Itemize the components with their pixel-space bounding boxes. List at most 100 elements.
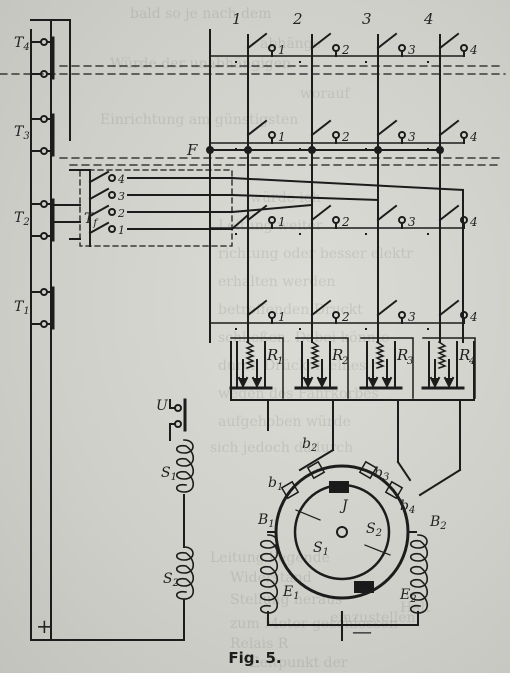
contact-number: 4 xyxy=(469,43,478,57)
tap-number: 1 xyxy=(118,224,125,237)
armature-label: J xyxy=(342,498,348,514)
bleed-line: sich jedoch dadurch xyxy=(210,440,354,456)
junction-dot xyxy=(436,146,444,154)
switch-blade xyxy=(376,204,398,222)
brush-3 xyxy=(358,460,378,480)
tap-blade xyxy=(88,221,110,235)
tap-blade xyxy=(88,170,110,184)
switch-blade xyxy=(438,32,460,50)
excitation-winding-e2 xyxy=(409,534,429,614)
coil-label-s1: S1 xyxy=(161,465,177,483)
series-coil-s2 xyxy=(175,546,195,600)
relay-frame xyxy=(295,337,349,399)
tap-blade xyxy=(88,187,110,201)
tap-contact xyxy=(108,174,116,182)
switch-blade xyxy=(310,204,332,222)
switch-blade xyxy=(438,119,460,137)
relay-arrowhead xyxy=(251,376,263,389)
transformer-label-2: T2 xyxy=(14,210,30,228)
switch-blade xyxy=(376,32,398,50)
contact-number: 2 xyxy=(341,215,350,229)
transformer-label-3: T3 xyxy=(14,124,30,142)
brush-label-b3: b3 xyxy=(374,465,390,483)
tap-link-3 xyxy=(230,203,314,214)
tap-contact xyxy=(108,225,116,233)
switch-blade xyxy=(310,299,332,317)
excitation-label-e2: E2 xyxy=(400,587,417,605)
bleed-line: bald so je nach dem xyxy=(130,6,272,22)
switch-blade xyxy=(246,119,268,137)
relay-letter: R xyxy=(331,346,343,364)
transformer-label-4: T4 xyxy=(14,35,30,53)
excitation-winding-e1 xyxy=(259,534,279,614)
tap-contact xyxy=(108,208,116,216)
switch-blade xyxy=(310,32,332,50)
bleed-line: Stellung heraus xyxy=(230,592,343,608)
excitation-label-e1: E1 xyxy=(283,584,300,602)
tap-link-1 xyxy=(230,176,465,192)
transformer-label-1: T1 xyxy=(14,299,30,317)
brush-4 xyxy=(384,480,404,500)
bleed-line: Würde der unabhängigen xyxy=(110,56,292,72)
contact-number: 1 xyxy=(278,215,286,229)
junction-dot xyxy=(308,146,316,154)
bleed-line: richtung oder besser elektr xyxy=(218,246,413,262)
column-label-1: 1 xyxy=(232,10,242,28)
relay-coil-4 xyxy=(437,340,447,369)
bleed-line: Relais R xyxy=(230,636,289,652)
switch-blade xyxy=(246,299,268,317)
contact-number: 1 xyxy=(278,43,286,57)
contact-number: 3 xyxy=(408,43,416,57)
tap-number: 2 xyxy=(117,207,125,220)
brush-1 xyxy=(280,480,300,500)
armature-division xyxy=(364,544,391,556)
switch-blade xyxy=(246,204,268,222)
tap-blade xyxy=(88,204,110,218)
tap-number: 3 xyxy=(118,190,125,203)
contact-number: 4 xyxy=(469,215,478,229)
wire xyxy=(396,460,412,482)
coil-label-s2: S2 xyxy=(163,571,179,589)
series-coil-s1 xyxy=(175,439,195,493)
bleed-line: würde ich xyxy=(250,190,321,206)
plus-terminal: + xyxy=(36,614,53,638)
pole-piece xyxy=(329,481,349,493)
column-label-3: 3 xyxy=(362,10,372,28)
contact-number: 3 xyxy=(408,310,416,324)
motor-shaft xyxy=(336,526,348,538)
relay-arrowhead xyxy=(443,376,455,389)
relay-arrowhead xyxy=(316,376,328,389)
bleed-line: Zeitpunkt der xyxy=(250,655,348,671)
contact-number: 1 xyxy=(278,130,286,144)
brush-label-B2: B2 xyxy=(430,514,447,532)
relay-letter: R xyxy=(458,346,470,364)
tf-box xyxy=(79,169,233,247)
junction-dot xyxy=(374,146,382,154)
u-label: U xyxy=(156,398,168,414)
brush-label-B1: B1 xyxy=(258,512,275,530)
relay-frame xyxy=(230,337,284,399)
pole-piece xyxy=(354,581,374,593)
switch-blade xyxy=(246,32,268,50)
relay-index: 2 xyxy=(341,356,348,367)
switch-blade xyxy=(376,299,398,317)
switch-blade xyxy=(438,204,460,222)
wire xyxy=(418,468,462,497)
relay-coil-1 xyxy=(245,340,255,369)
relay-arrowhead xyxy=(381,376,393,389)
relay-arrowhead xyxy=(367,376,379,389)
switch-blade xyxy=(310,119,332,137)
relay-coil-3 xyxy=(375,340,385,369)
relay-letter: R xyxy=(266,346,278,364)
relay-arrowhead xyxy=(237,376,249,389)
tap-link-2 xyxy=(230,193,380,202)
tf-label: Tf xyxy=(84,211,98,229)
figure-caption: Fig. 5. xyxy=(228,649,282,667)
column-label-2: 2 xyxy=(293,10,303,28)
contact-number: 2 xyxy=(341,310,350,324)
minus-terminal: — xyxy=(352,619,372,643)
brush-2 xyxy=(306,460,326,480)
relay-arrowhead xyxy=(302,376,314,389)
stator-label-s2: S2 xyxy=(366,521,382,539)
